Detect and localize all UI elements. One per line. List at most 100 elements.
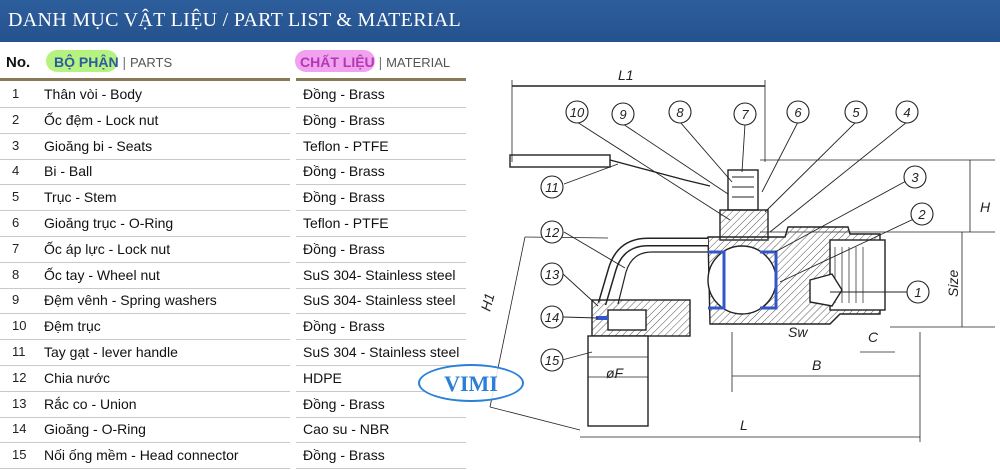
row-part: Gioăng - O-Ring — [44, 421, 146, 438]
row-no: 11 — [12, 344, 26, 359]
dim-l1-label: L1 — [618, 67, 634, 83]
row-no: 12 — [12, 369, 27, 385]
dim-l-label: L — [740, 417, 748, 433]
row-no: 1 — [12, 86, 20, 101]
header-rule — [296, 78, 466, 81]
row-divider — [0, 416, 290, 418]
row-material: Đồng - Brass — [303, 240, 385, 257]
table-row: 12 Chia nước HDPE — [0, 366, 470, 392]
row-no: 8 — [12, 266, 20, 282]
head-connector — [587, 335, 649, 427]
col-material-sep: | — [378, 54, 383, 70]
row-no: 4 — [12, 163, 20, 179]
callout-circle — [668, 100, 692, 124]
row-no: 15 — [12, 447, 27, 463]
row-material: HDPE — [303, 369, 342, 386]
row-divider — [0, 365, 290, 366]
lever-arm — [609, 159, 711, 187]
row-divider — [296, 313, 466, 315]
callout-circle — [903, 165, 927, 189]
callout-circle — [786, 100, 810, 124]
callout-label: 10 — [570, 105, 585, 120]
col-no-header: No. — [6, 54, 31, 71]
col-parts-en: PARTS — [129, 55, 173, 70]
row-part: Tay gạt - lever handle — [44, 344, 178, 360]
row-divider — [0, 390, 290, 392]
title-banner: DANH MỤC VẬT LIỆU / PART LIST & MATERIAL — [0, 0, 1000, 42]
row-material: Đồng - Brass — [303, 318, 385, 335]
callout-label: 11 — [545, 180, 559, 195]
vimi-logo: VIMI — [418, 364, 524, 402]
col-material-en: MATERIAL — [386, 55, 451, 70]
row-divider — [296, 132, 466, 134]
row-divider — [0, 468, 290, 470]
row-divider — [0, 210, 290, 212]
ball — [707, 245, 777, 315]
logo-text: VIMI — [444, 371, 498, 396]
callout-circle — [540, 262, 564, 286]
callout-label: 15 — [545, 353, 560, 368]
spout — [597, 237, 708, 306]
row-no: 2 — [12, 111, 20, 127]
row-part: Ốc áp lực - Lock nut — [44, 240, 171, 257]
row-part: Thân vòi - Body — [44, 86, 143, 102]
callout-label: 13 — [545, 267, 560, 282]
row-material: SuS 304 - Stainless steel — [303, 344, 460, 360]
row-divider — [296, 390, 466, 392]
col-material-header: CHẤT LIỆU | MATERIAL — [300, 54, 450, 70]
row-divider — [0, 132, 290, 134]
callout-label: 12 — [545, 225, 560, 240]
table-header: No. BỘ PHẬN | PARTS CHẤT LIỆU | MATERIAL — [0, 48, 470, 81]
row-material: Đồng - Brass — [303, 395, 385, 412]
callout-label: 6 — [794, 105, 802, 120]
row-material: Đồng - Brass — [303, 189, 385, 206]
callout-circle — [844, 100, 868, 124]
callout-label: 1 — [914, 285, 921, 300]
row-divider — [296, 210, 466, 212]
callout-label: 5 — [852, 105, 860, 120]
col-parts-sep: | — [122, 54, 127, 70]
callout-label: 14 — [545, 310, 559, 325]
callout-circle — [910, 202, 934, 226]
row-part: Đệm trục — [44, 318, 101, 335]
row-part: Chia nước — [44, 369, 111, 386]
row-divider — [0, 313, 290, 315]
row-material: Đồng - Brass — [303, 111, 385, 128]
row-material: Đồng - Brass — [303, 163, 385, 180]
row-divider — [296, 287, 466, 289]
callout-circle — [611, 102, 635, 126]
row-no: 3 — [12, 137, 20, 153]
col-parts-vi: BỘ PHẬN — [54, 54, 119, 70]
callout-circle — [540, 305, 564, 329]
col-material-vi: CHẤT LIỆU — [300, 54, 375, 70]
table-row: 2 Ốc đệm - Lock nut Đồng - Brass — [0, 108, 470, 134]
row-divider — [0, 107, 290, 108]
callout-circle — [733, 102, 757, 126]
row-part: Đệm vênh - Spring washers — [44, 292, 217, 309]
callout-label: 7 — [741, 107, 749, 122]
header-rule — [0, 78, 290, 81]
row-no: 6 — [12, 215, 20, 230]
material-highlight — [295, 50, 375, 72]
row-divider — [0, 236, 290, 237]
banner-title: DANH MỤC VẬT LIỆU / PART LIST & MATERIAL — [8, 9, 462, 31]
row-divider — [0, 158, 290, 160]
row-divider — [296, 468, 466, 470]
row-no: 13 — [12, 395, 27, 411]
row-no: 9 — [12, 292, 20, 308]
callout-label: 9 — [619, 107, 626, 122]
lever-handle — [509, 154, 611, 168]
callout-label: 3 — [911, 170, 919, 185]
dim-h-label: H — [980, 199, 991, 215]
col-parts-header: BỘ PHẬN | PARTS — [54, 54, 172, 70]
row-divider — [0, 442, 290, 444]
row-divider — [296, 416, 466, 418]
row-part: Ốc đệm - Lock nut — [44, 111, 159, 128]
row-material: Cao su - NBR — [303, 421, 390, 438]
